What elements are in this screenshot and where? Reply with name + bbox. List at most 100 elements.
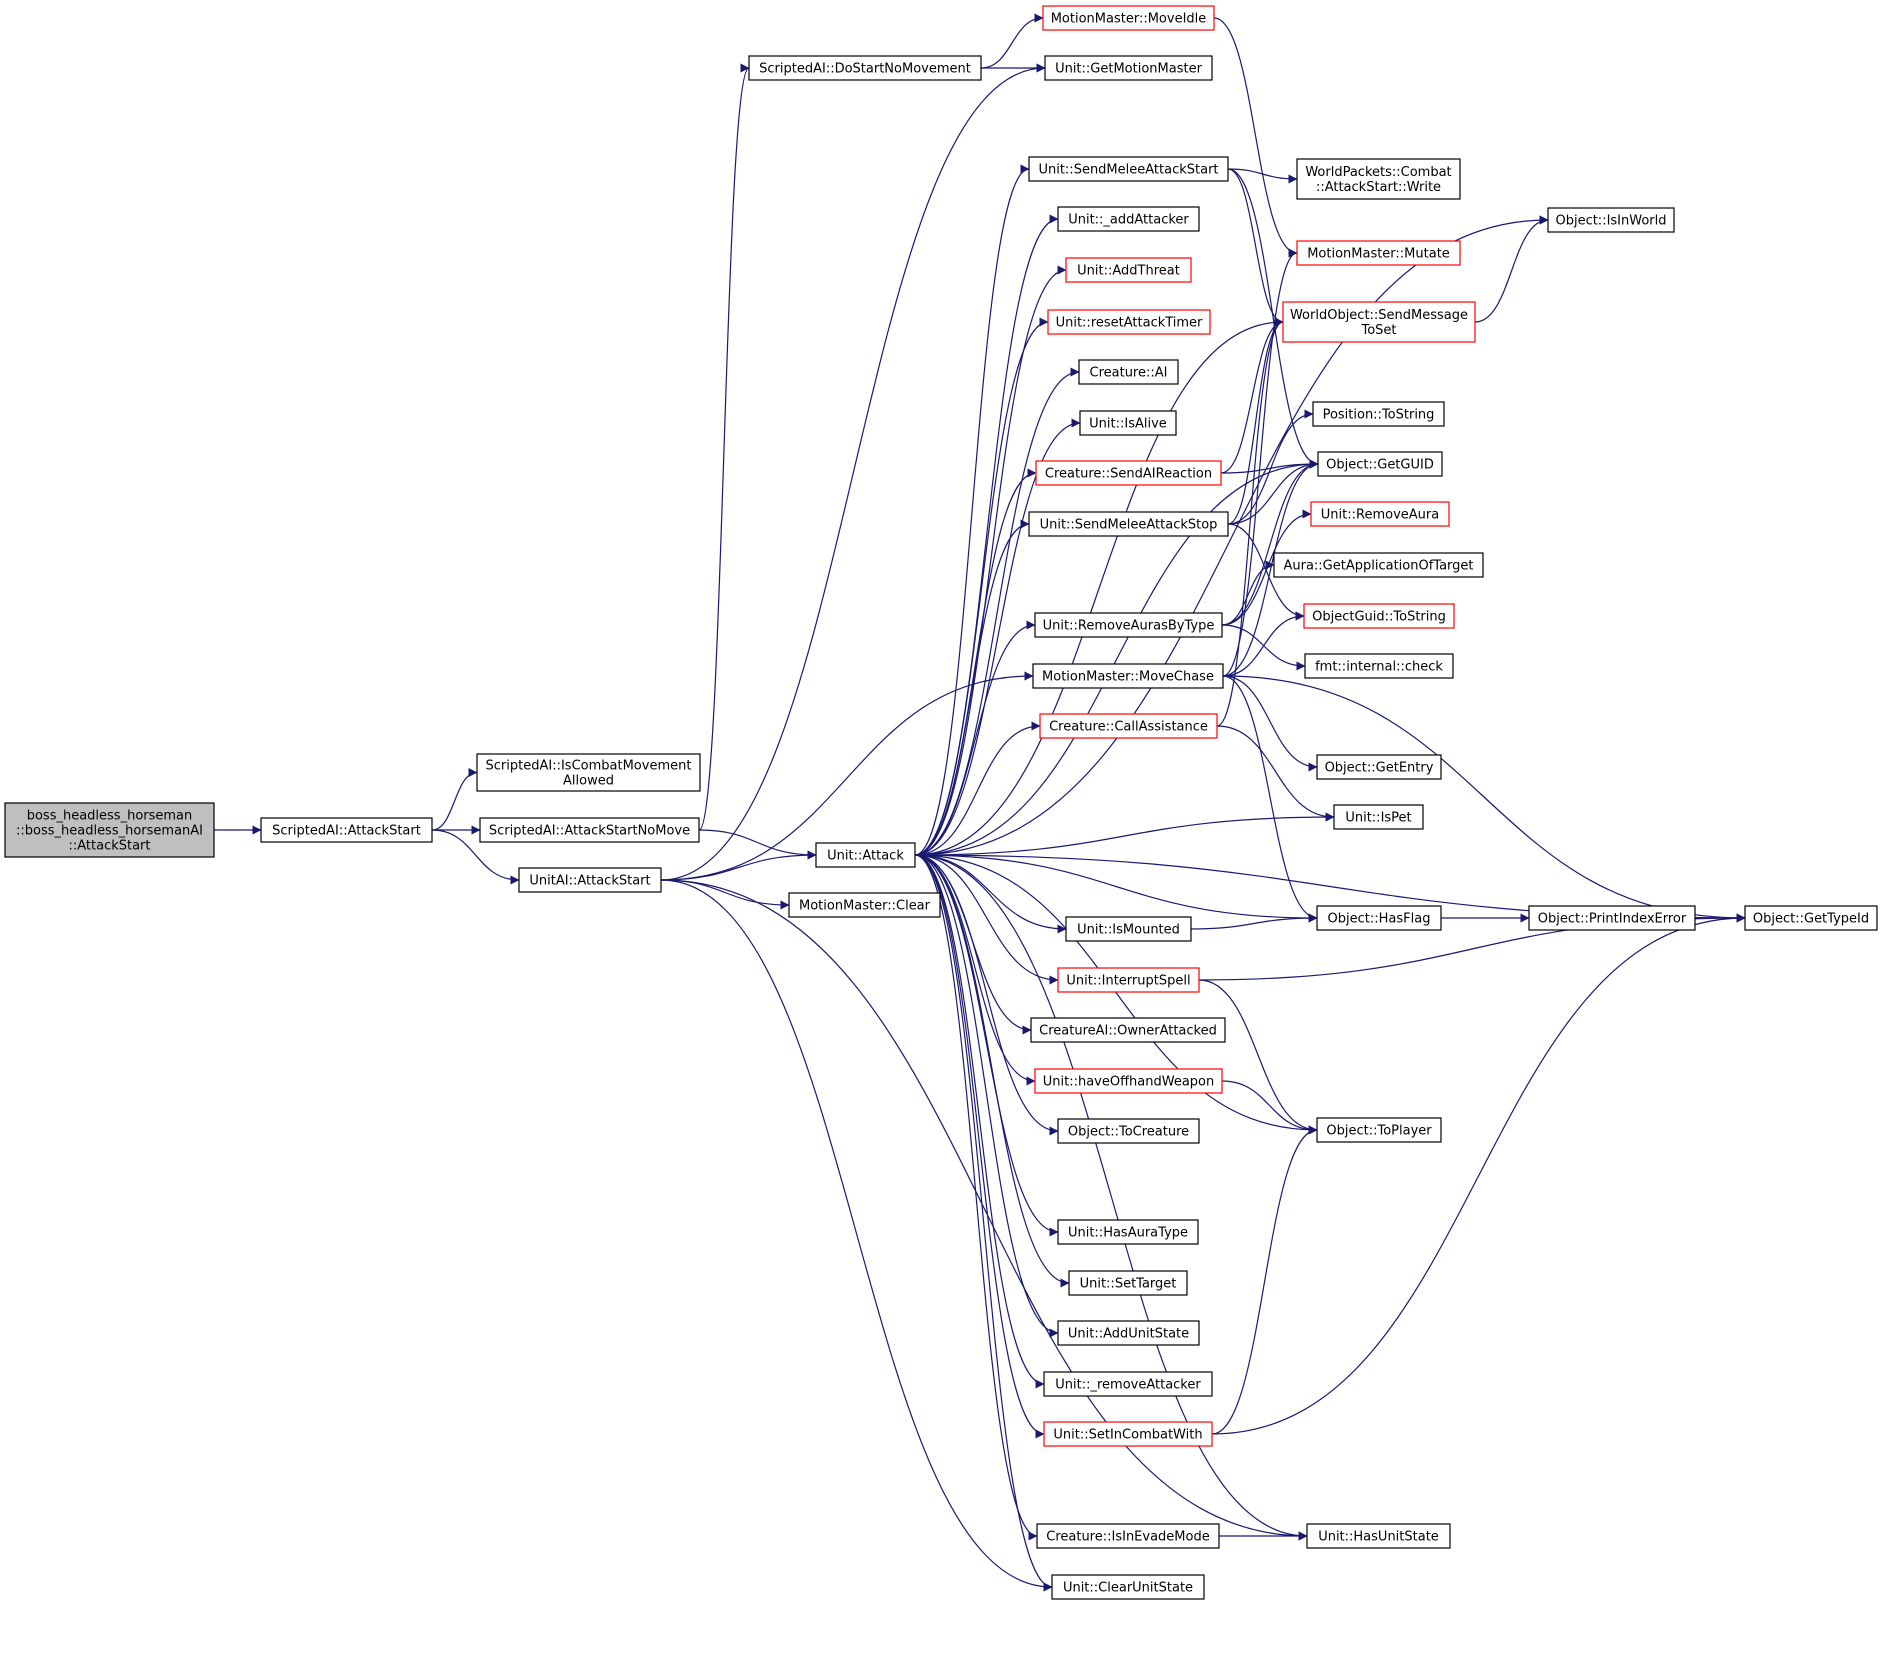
edge-u_attack-to-c_ai xyxy=(914,367,1080,856)
node-u_interrupt[interactable]: Unit::InterruptSpell xyxy=(1057,967,1200,993)
node-aura_getapp[interactable]: Aura::GetApplicationOfTarget xyxy=(1273,552,1484,578)
node-box xyxy=(1306,1523,1451,1549)
node-o_toplayer[interactable]: Object::ToPlayer xyxy=(1316,1117,1442,1143)
node-box xyxy=(1316,1117,1442,1143)
edge-u_ismounted-to-o_hasflag xyxy=(1190,913,1318,930)
node-box xyxy=(788,892,941,918)
edge-sai_nomove-to-u_attack xyxy=(698,829,817,860)
node-label-line: Creature::CallAssistance xyxy=(1049,720,1208,735)
edge-u_sendmeleestop-to-o_getguid xyxy=(1227,459,1319,525)
node-u_haveoffhand[interactable]: Unit::haveOffhandWeapon xyxy=(1034,1068,1223,1094)
edge-u_attack-to-wo_sendmsg xyxy=(914,317,1284,856)
node-mm_moveidle[interactable]: MotionMaster::MoveIdle xyxy=(1042,5,1215,31)
node-u_sendmeleestop[interactable]: Unit::SendMeleeAttackStop xyxy=(1028,511,1229,537)
node-label-line: ObjectGuid::ToString xyxy=(1312,610,1446,625)
node-c_isinevade[interactable]: Creature::IsInEvadeMode xyxy=(1036,1523,1220,1549)
node-og_tostring[interactable]: ObjectGuid::ToString xyxy=(1303,603,1455,629)
node-u_isalive[interactable]: Unit::IsAlive xyxy=(1079,410,1177,436)
node-o_getguid[interactable]: Object::GetGUID xyxy=(1317,451,1443,477)
node-label-line: fmt::internal::check xyxy=(1315,660,1443,675)
node-box xyxy=(1034,612,1223,638)
edge-u_attack-to-u_removeaurasbytype xyxy=(914,620,1036,856)
node-label-line: MotionMaster::MoveChase xyxy=(1042,670,1214,685)
node-u_settarget[interactable]: Unit::SetTarget xyxy=(1068,1270,1188,1296)
node-label-line: Unit::SendMeleeAttackStop xyxy=(1040,518,1218,533)
node-u_resettimer[interactable]: Unit::resetAttackTimer xyxy=(1047,309,1211,335)
node-wp_attackstart[interactable]: WorldPackets::Combat::AttackStart::Write xyxy=(1296,158,1461,200)
node-u_removeattacker[interactable]: Unit::_removeAttacker xyxy=(1043,1371,1213,1397)
node-mm_mutate[interactable]: MotionMaster::Mutate xyxy=(1296,240,1461,266)
node-o_isinworld[interactable]: Object::IsInWorld xyxy=(1547,207,1675,233)
node-c_sendaireaction[interactable]: Creature::SendAIReaction xyxy=(1035,460,1222,486)
node-box xyxy=(1057,1219,1199,1245)
node-label-line: Object::GetTypeId xyxy=(1753,912,1869,927)
node-o_printindexerror[interactable]: Object::PrintIndexError xyxy=(1528,905,1696,931)
node-label-line: WorldPackets::Combat xyxy=(1305,165,1451,180)
node-box xyxy=(1312,401,1445,427)
edge-u_attack-to-o_hasflag xyxy=(914,854,1318,923)
edge-mm_movechase-to-o_getentry xyxy=(1222,675,1318,772)
node-root[interactable]: boss_headless_horseman::boss_headless_ho… xyxy=(4,802,215,858)
node-u_addthreat[interactable]: Unit::AddThreat xyxy=(1065,257,1192,283)
node-box xyxy=(1303,603,1455,629)
node-u_removeaura[interactable]: Unit::RemoveAura xyxy=(1310,501,1450,527)
node-label-line: Unit::HasAuraType xyxy=(1068,1226,1188,1241)
node-c_ai[interactable]: Creature::AI xyxy=(1078,359,1179,385)
node-box xyxy=(476,753,701,792)
node-mm_movechase[interactable]: MotionMaster::MoveChase xyxy=(1032,663,1224,689)
edge-u_attack-to-u_haveoffhand xyxy=(914,854,1036,1086)
edge-u_setincombat-to-o_toplayer xyxy=(1211,1125,1318,1435)
node-uai_attackstart[interactable]: UnitAI::AttackStart xyxy=(518,867,662,893)
node-box xyxy=(260,817,433,843)
node-o_getentry[interactable]: Object::GetEntry xyxy=(1316,754,1442,780)
node-box xyxy=(4,802,215,858)
node-box xyxy=(479,817,700,843)
node-pos_tostring[interactable]: Position::ToString xyxy=(1312,401,1445,427)
node-o_gettypeid[interactable]: Object::GetTypeId xyxy=(1744,905,1878,931)
edge-u_attack-to-u_sendmeleestop xyxy=(914,519,1030,856)
node-box xyxy=(1043,1421,1213,1447)
node-c_callassist[interactable]: Creature::CallAssistance xyxy=(1039,713,1218,739)
node-u_setincombat[interactable]: Unit::SetInCombatWith xyxy=(1043,1421,1213,1447)
node-u_hasunitstate[interactable]: Unit::HasUnitState xyxy=(1306,1523,1451,1549)
node-box xyxy=(1028,511,1229,537)
node-box xyxy=(1065,916,1192,942)
node-u_ismounted[interactable]: Unit::IsMounted xyxy=(1065,916,1192,942)
node-label-line: Unit::_addAttacker xyxy=(1068,213,1189,228)
edge-c_sendaireaction-to-o_getguid xyxy=(1220,459,1319,474)
node-u_addattacker[interactable]: Unit::_addAttacker xyxy=(1057,206,1200,232)
node-sai_attackstart[interactable]: ScriptedAI::AttackStart xyxy=(260,817,433,843)
node-label-line: WorldObject::SendMessage xyxy=(1290,308,1468,323)
edge-u_attack-to-u_resettimer xyxy=(914,317,1049,856)
node-u_attack[interactable]: Unit::Attack xyxy=(815,842,916,868)
node-sai_nomove[interactable]: ScriptedAI::AttackStartNoMove xyxy=(479,817,700,843)
edge-sai_attackstart-to-sai_iscombat xyxy=(431,768,478,831)
node-box xyxy=(1042,5,1215,31)
node-label-line: MotionMaster::Clear xyxy=(799,899,931,914)
node-mm_clear[interactable]: MotionMaster::Clear xyxy=(788,892,941,918)
node-u_getmm[interactable]: Unit::GetMotionMaster xyxy=(1044,55,1213,81)
node-o_hasflag[interactable]: Object::HasFlag xyxy=(1316,905,1442,931)
node-box xyxy=(1035,460,1222,486)
edge-sai_nomove-to-sai_dostart xyxy=(698,63,750,831)
edge-u_sendmeleestop-to-wo_sendmsg xyxy=(1227,317,1284,525)
node-u_ispet[interactable]: Unit::IsPet xyxy=(1333,804,1424,830)
node-box xyxy=(1078,359,1179,385)
node-label-line: Unit::SetTarget xyxy=(1080,1277,1177,1292)
edge-u_attack-to-u_hasunitstate xyxy=(914,854,1308,1541)
node-u_sendmeleestart[interactable]: Unit::SendMeleeAttackStart xyxy=(1028,156,1229,182)
node-box xyxy=(1304,653,1454,679)
node-sai_dostart[interactable]: ScriptedAI::DoStartNoMovement xyxy=(748,55,982,81)
node-box xyxy=(1044,55,1213,81)
node-cai_ownerattacked[interactable]: CreatureAI::OwnerAttacked xyxy=(1030,1017,1226,1043)
node-u_clearunitstate[interactable]: Unit::ClearUnitState xyxy=(1051,1574,1205,1600)
node-o_tocreature[interactable]: Object::ToCreature xyxy=(1057,1118,1200,1144)
edge-c_sendaireaction-to-wo_sendmsg xyxy=(1220,317,1284,474)
edge-mm_movechase-to-o_hasflag xyxy=(1222,675,1318,923)
node-u_removeaurasbytype[interactable]: Unit::RemoveAurasByType xyxy=(1034,612,1223,638)
node-fmt_check[interactable]: fmt::internal::check xyxy=(1304,653,1454,679)
node-u_addunitstate[interactable]: Unit::AddUnitState xyxy=(1057,1320,1200,1346)
node-u_hasauratype[interactable]: Unit::HasAuraType xyxy=(1057,1219,1199,1245)
